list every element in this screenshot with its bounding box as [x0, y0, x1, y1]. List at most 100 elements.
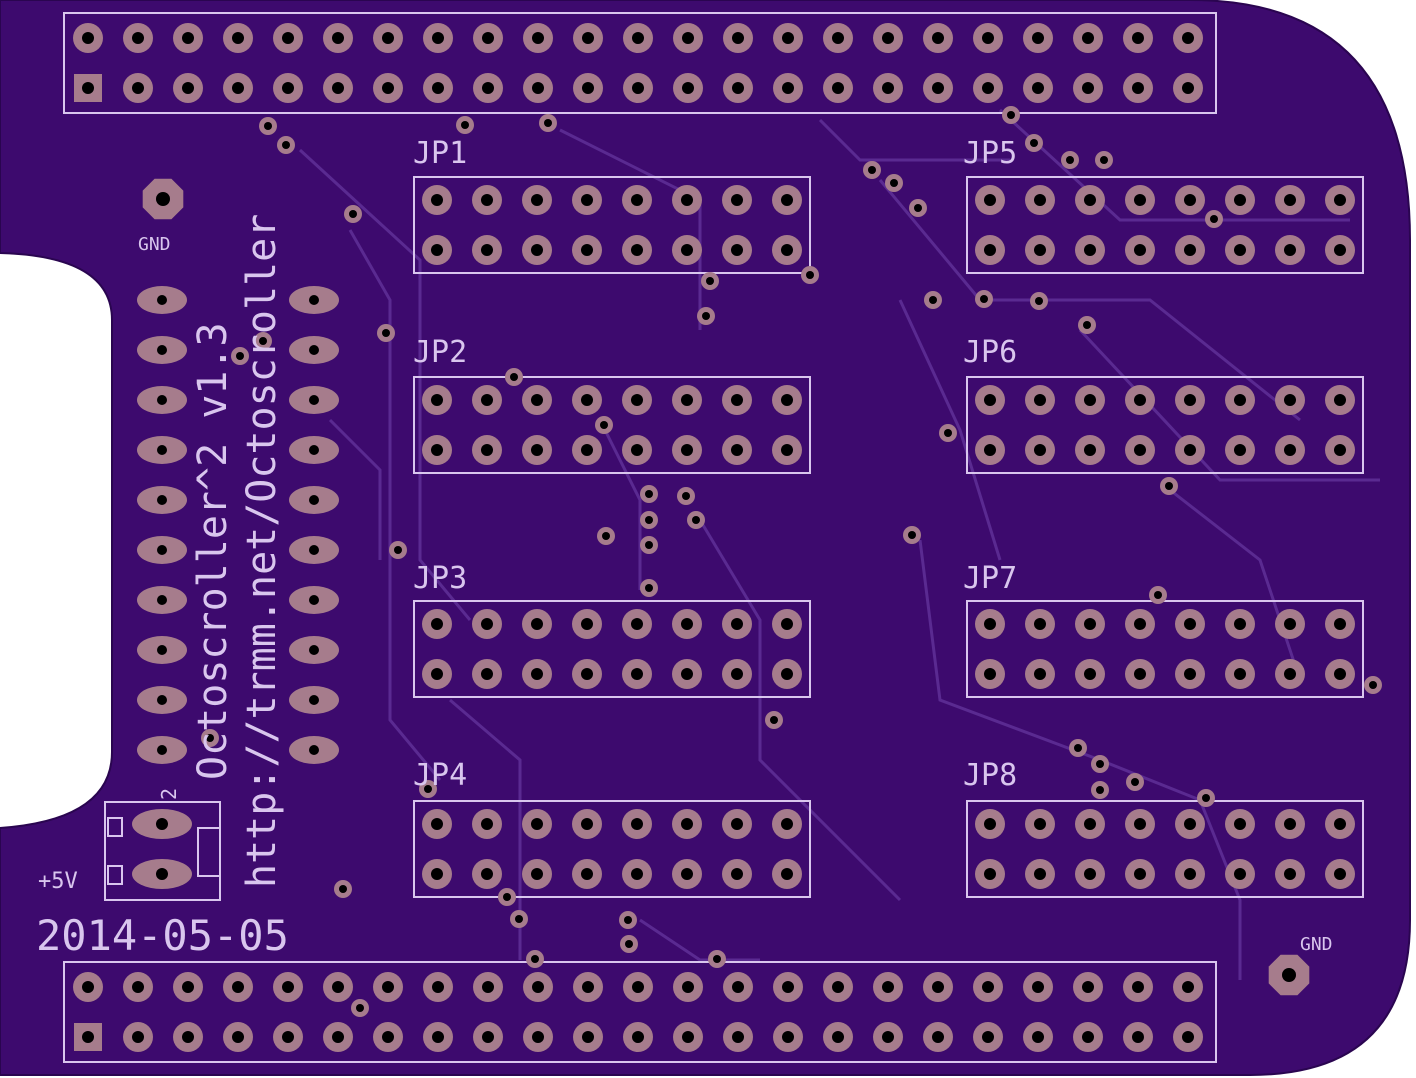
drill-hole	[431, 444, 443, 456]
header-outline	[63, 12, 1217, 114]
drill-hole	[1184, 618, 1196, 630]
idc-outline	[966, 376, 1364, 474]
drill-hole	[332, 32, 344, 44]
drill-hole	[832, 82, 844, 94]
drill-hole	[309, 595, 319, 605]
drill-hole	[156, 818, 168, 830]
via-hole	[914, 204, 922, 212]
via-hole	[1131, 778, 1139, 786]
drill-hole	[781, 618, 793, 630]
drill-hole	[481, 194, 493, 206]
via-hole	[929, 296, 937, 304]
drill-hole	[1084, 668, 1096, 680]
via-hole	[349, 210, 357, 218]
drill-hole	[681, 818, 693, 830]
via-hole	[503, 893, 511, 901]
drill-hole	[631, 244, 643, 256]
drill-hole	[1334, 194, 1346, 206]
via-hole	[339, 885, 347, 893]
board-title: Octoscroller^2 v1.3	[190, 322, 236, 780]
drill-hole	[1034, 818, 1046, 830]
drill-hole	[157, 695, 167, 705]
drill-hole	[581, 244, 593, 256]
drill-hole	[782, 32, 794, 44]
drill-hole	[1084, 194, 1096, 206]
drill-hole	[1034, 618, 1046, 630]
drill-hole	[332, 1031, 344, 1043]
power-label: +5V	[38, 869, 78, 894]
via-hole	[1369, 681, 1377, 689]
mounting-holes	[142, 178, 1310, 996]
drill-hole	[1032, 32, 1044, 44]
drill-hole	[157, 445, 167, 455]
trace	[898, 299, 1002, 561]
drill-hole	[1234, 194, 1246, 206]
drill-hole	[932, 82, 944, 94]
drill-hole	[631, 868, 643, 880]
drill-hole	[984, 868, 996, 880]
via-hole	[600, 421, 608, 429]
drill-hole	[984, 394, 996, 406]
drill-hole	[1032, 981, 1044, 993]
drill-hole	[232, 1031, 244, 1043]
drill-hole	[1132, 1031, 1144, 1043]
drill-hole	[157, 545, 167, 555]
drill-hole	[581, 394, 593, 406]
drill-hole	[1234, 668, 1246, 680]
jp7-label: JP7	[963, 561, 1017, 596]
drill-hole	[382, 981, 394, 993]
drill-hole	[631, 668, 643, 680]
drill-hole	[431, 818, 443, 830]
drill-hole	[882, 1031, 894, 1043]
drill-hole	[182, 32, 194, 44]
drill-hole	[382, 82, 394, 94]
drill-hole	[182, 1031, 194, 1043]
drill-hole	[157, 295, 167, 305]
jp3-label: JP3	[413, 561, 467, 596]
trace	[348, 229, 442, 781]
drill-hole	[581, 194, 593, 206]
drill-hole	[731, 194, 743, 206]
drill-hole	[731, 668, 743, 680]
via-hole	[544, 119, 552, 127]
drill-hole	[832, 981, 844, 993]
idc-headers	[413, 176, 1364, 898]
drill-hole	[1084, 244, 1096, 256]
drill-hole	[182, 82, 194, 94]
via-hole	[531, 955, 539, 963]
drill-hole	[482, 32, 494, 44]
drill-hole	[681, 194, 693, 206]
trace	[878, 179, 1301, 422]
idc-outline	[413, 800, 811, 898]
drill-hole	[682, 32, 694, 44]
connector-tab	[107, 817, 123, 837]
drill-hole	[782, 1031, 794, 1043]
drill-hole	[1334, 668, 1346, 680]
via-hole	[206, 734, 214, 742]
drill-hole	[309, 645, 319, 655]
idc-outline	[966, 600, 1364, 698]
via-hole	[624, 916, 632, 924]
via-hole	[1096, 786, 1104, 794]
drill-hole	[1134, 818, 1146, 830]
trace	[1078, 328, 1380, 482]
trace	[698, 519, 902, 902]
drill-hole	[482, 82, 494, 94]
jp1-label: JP1	[413, 136, 467, 171]
drill-hole	[531, 818, 543, 830]
drill-hole	[1134, 618, 1146, 630]
drill-hole	[732, 1031, 744, 1043]
drill-hole	[1334, 244, 1346, 256]
drill-hole	[682, 82, 694, 94]
trace	[449, 698, 522, 960]
drill-hole	[582, 32, 594, 44]
drill-hole	[1234, 244, 1246, 256]
drill-hole	[731, 244, 743, 256]
drill-hole	[1082, 82, 1094, 94]
drill-hole	[681, 668, 693, 680]
drill-hole	[481, 868, 493, 880]
via-hole	[1007, 111, 1015, 119]
drill-hole	[309, 495, 319, 505]
drill-hole	[1084, 394, 1096, 406]
